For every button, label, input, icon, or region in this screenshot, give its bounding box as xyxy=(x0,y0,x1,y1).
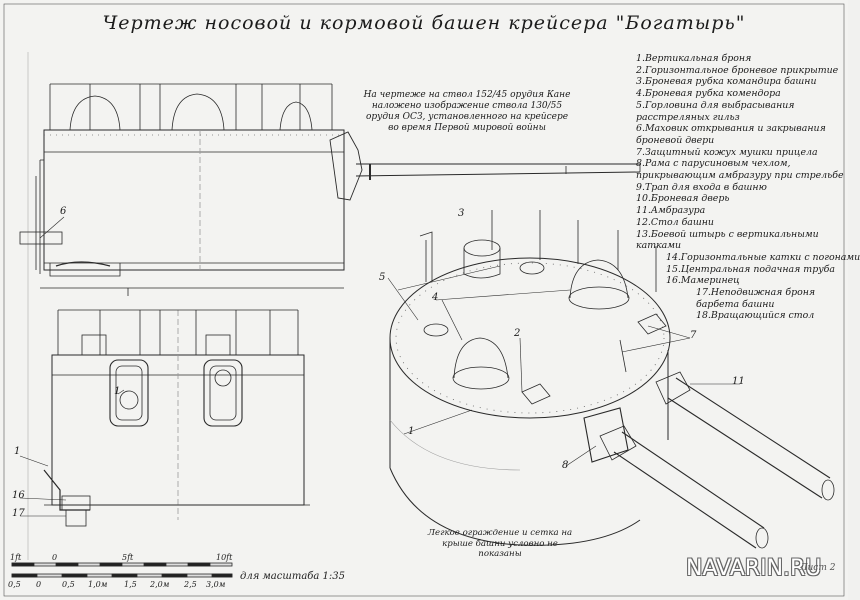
legend-item: 2.Горизонтальное броневое прикрытие xyxy=(636,64,839,76)
side-view-turret xyxy=(19,83,641,296)
sheet-number: Лист 2 xyxy=(800,563,836,573)
gun-overlay-note: На чертеже на ствол 152/45 орудия Кане н… xyxy=(363,90,571,133)
scale-label: 0 xyxy=(36,580,42,589)
legend-item: 14.Горизонтальные катки с погонами xyxy=(666,251,860,263)
callout-label: 2 xyxy=(514,328,521,339)
callout-label: 6 xyxy=(60,206,67,217)
legend-item: прикрывающим амбразуру при стрельбе xyxy=(636,170,844,182)
legend-item: 11.Амбразура xyxy=(636,205,706,217)
scale-label: 1,5 xyxy=(124,580,137,589)
legend-item: 9.Трап для входа в башню xyxy=(636,181,767,193)
leader-lines xyxy=(19,216,740,517)
legend-item: 10.Броневая дверь xyxy=(636,193,730,205)
legend-item: 17.Неподвижная броня xyxy=(696,287,816,299)
legend-item: катками xyxy=(636,240,682,252)
callout-label: 17 xyxy=(12,508,25,519)
site-watermark: NAVARIN.RU xyxy=(686,556,822,581)
callout-label: 3 xyxy=(458,208,465,219)
legend-item: 4.Броневая рубка комендора xyxy=(636,88,781,100)
callout-label: 8 xyxy=(562,460,569,471)
legend-item: 13.Боевой штырь с вертикальными xyxy=(636,228,819,240)
legend-item: 5.Горловина для выбрасывания xyxy=(636,99,795,111)
legend-item: расстреляных гильз xyxy=(636,111,740,123)
drawing-title: Чертеж носовой и кормовой башен крейсера… xyxy=(102,12,746,34)
scale-label: 2,0м xyxy=(150,580,170,589)
legend-item: 16.Мамеринец xyxy=(666,275,740,287)
legend-item: 8.Рама с парусиновым чехлом, xyxy=(636,158,791,170)
scale-bars xyxy=(11,562,233,578)
legend-item: 18.Вращающийся стол xyxy=(696,310,815,322)
scale-label: 3,0м xyxy=(206,580,226,589)
callout-label: 16 xyxy=(12,490,25,501)
scale-label: 0,5 xyxy=(62,580,75,589)
scale-label: 1,0м xyxy=(88,580,108,589)
callout-label: 5 xyxy=(379,272,386,283)
scale-label: 0 xyxy=(52,553,58,562)
legend-item: 6.Маховик открывания и закрывания xyxy=(636,123,826,135)
scale-label: 2,5 xyxy=(184,580,197,589)
sheet-frame xyxy=(3,3,845,597)
legend-item: броневой двери xyxy=(636,134,715,146)
legend-item: барбета башни xyxy=(696,298,775,310)
scale-label: 5ft xyxy=(122,553,134,562)
callout-label: 1 xyxy=(14,446,21,457)
legend-item: 3.Броневая рубка командира башни xyxy=(636,76,817,88)
rear-view-turret xyxy=(43,309,310,527)
roof-footnote: Легкое ограждение и сетка на крыше башни… xyxy=(427,528,573,559)
legend-item: 1.Вертикальная броня xyxy=(636,53,752,64)
parts-legend: 1.Вертикальная броня 2.Горизонтальное бр… xyxy=(636,53,860,322)
callout-label: 1 xyxy=(114,386,121,397)
legend-item: 12.Стол башни xyxy=(636,216,714,228)
scale-label: 0,5 xyxy=(8,580,21,589)
callout-label: 1 xyxy=(408,426,415,437)
legend-item: 15.Центральная подачная труба xyxy=(666,263,835,275)
callout-label: 4 xyxy=(432,292,439,303)
callout-label: 7 xyxy=(690,330,697,341)
scale-caption: для масштаба 1:35 xyxy=(240,571,345,582)
callout-label: 11 xyxy=(732,376,745,387)
scale-label: 10ft xyxy=(216,553,233,562)
scale-label: 1ft xyxy=(10,553,22,562)
legend-item: 7.Защитный кожух мушки прицела xyxy=(636,146,818,158)
isometric-turret xyxy=(389,210,835,549)
